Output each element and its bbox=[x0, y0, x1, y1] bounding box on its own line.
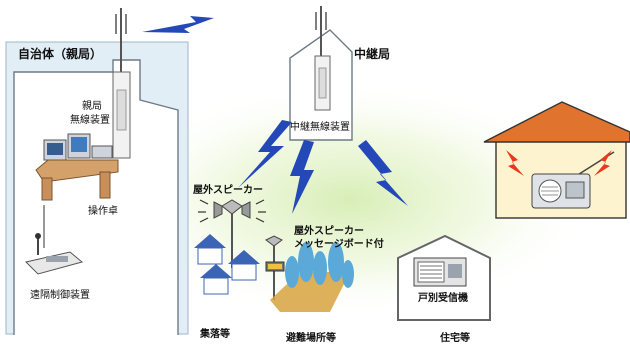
parent-radio-label-line2: 無線装置 bbox=[70, 115, 110, 126]
parent-station-title: 自治体（親局） bbox=[18, 47, 103, 61]
outdoor-speaker-label: 屋外スピーカー bbox=[193, 185, 263, 196]
household-receiver bbox=[413, 257, 467, 287]
radio-waves bbox=[238, 120, 408, 214]
village-label: 集落等 bbox=[200, 329, 230, 340]
speaker-board-label-line2: メッセージボード付 bbox=[294, 239, 384, 250]
wave-parent-relay bbox=[142, 16, 214, 33]
relay-station-title: 中継局 bbox=[354, 47, 391, 61]
shelter-label: 避難場所等 bbox=[286, 333, 336, 344]
relay-antenna bbox=[315, 6, 327, 58]
residence-label: 住宅等 bbox=[440, 333, 470, 344]
parent-radio-label-line1: 親局 bbox=[82, 101, 102, 112]
village-houses bbox=[194, 234, 260, 295]
speaker-with-board bbox=[265, 235, 285, 300]
remote-control-label: 遠隔制御装置 bbox=[30, 290, 90, 301]
household-receiver-label: 戸別受信機 bbox=[418, 293, 468, 304]
radio-receiver bbox=[531, 151, 615, 209]
operation-desk bbox=[35, 133, 119, 201]
operation-desk-label: 操作卓 bbox=[88, 206, 118, 217]
alert-marks bbox=[506, 150, 612, 176]
outdoor-speaker bbox=[198, 199, 266, 268]
shelter-area bbox=[270, 242, 354, 312]
parent-antenna bbox=[115, 8, 127, 75]
relay-radio-label: 中継無線装置 bbox=[290, 122, 350, 133]
speaker-board-label-line1: 屋外スピーカー bbox=[294, 226, 364, 237]
remote-control-device bbox=[25, 205, 84, 275]
